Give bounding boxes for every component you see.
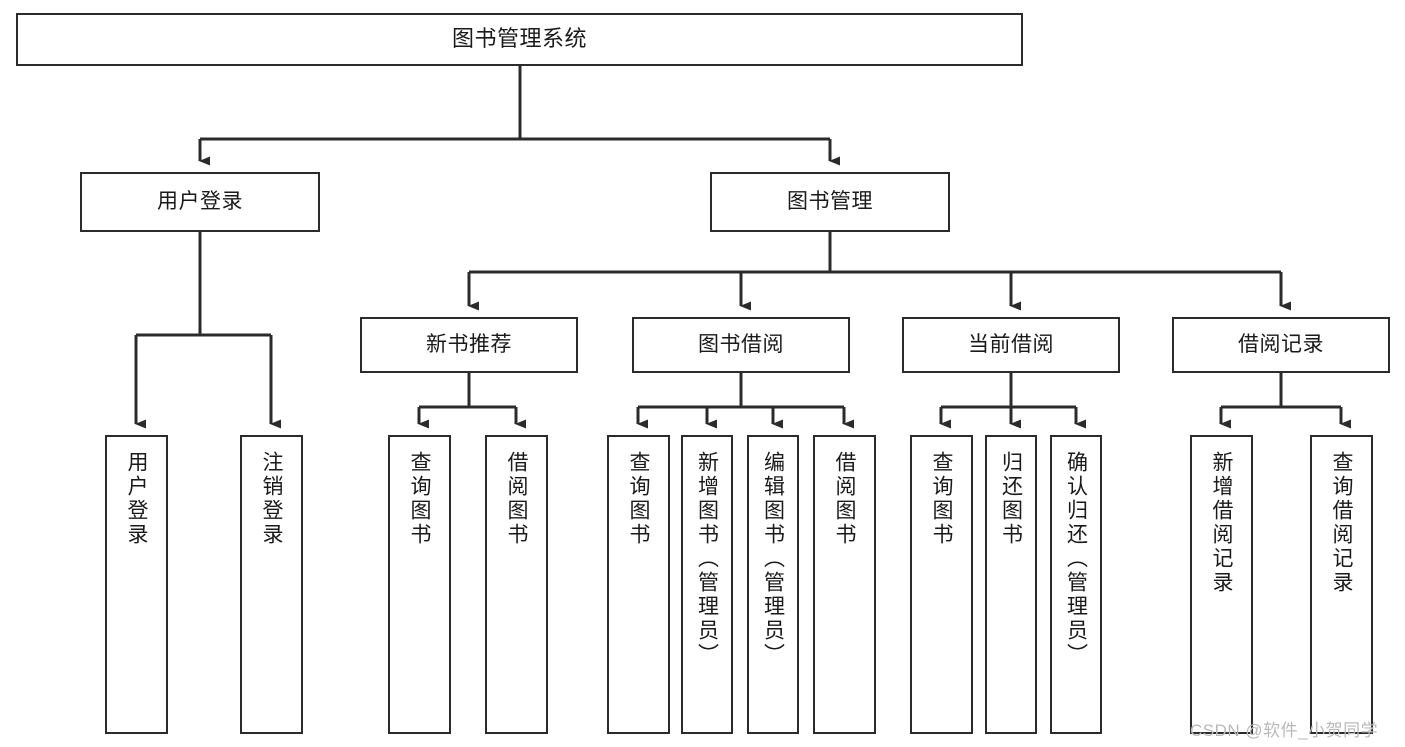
node-leaf-edit-book[interactable]: 编辑图书（管理员） xyxy=(747,435,799,734)
node-leaf-query-borrow-record[interactable]: 查询借阅记录 xyxy=(1310,435,1373,734)
node-book-manage-label: 图书管理 xyxy=(787,190,873,214)
node-leaf-user-login[interactable]: 用户登录 xyxy=(105,435,168,734)
node-leaf-query-borrow-record-label: 查询借阅记录 xyxy=(1330,451,1353,595)
node-leaf-query-book-2[interactable]: 查询图书 xyxy=(607,435,670,734)
node-leaf-return-book[interactable]: 归还图书 xyxy=(985,435,1037,734)
node-root[interactable]: 图书管理系统 xyxy=(16,13,1023,66)
node-leaf-add-borrow-record[interactable]: 新增借阅记录 xyxy=(1190,435,1253,734)
node-leaf-edit-book-label: 编辑图书（管理员） xyxy=(761,451,785,667)
node-leaf-logout-label: 注销登录 xyxy=(260,451,283,547)
node-leaf-confirm-return[interactable]: 确认归还（管理员） xyxy=(1050,435,1102,734)
node-current-borrow-label: 当前借阅 xyxy=(968,333,1054,357)
node-leaf-borrow-book-1-label: 借阅图书 xyxy=(505,451,528,547)
node-borrow-record[interactable]: 借阅记录 xyxy=(1172,317,1390,373)
node-leaf-query-book-3-label: 查询图书 xyxy=(930,451,953,547)
node-leaf-add-borrow-record-label: 新增借阅记录 xyxy=(1210,451,1233,595)
node-leaf-return-book-label: 归还图书 xyxy=(999,451,1023,547)
node-leaf-logout[interactable]: 注销登录 xyxy=(240,435,303,734)
node-user-login-label: 用户登录 xyxy=(157,190,243,214)
node-leaf-borrow-book-2-label: 借阅图书 xyxy=(833,451,856,547)
node-book-borrow[interactable]: 图书借阅 xyxy=(632,317,850,373)
csdn-watermark: CSDN @软件_小贺同学 xyxy=(1190,721,1379,740)
node-new-book-recommend-label: 新书推荐 xyxy=(426,333,512,357)
node-leaf-query-book-3[interactable]: 查询图书 xyxy=(910,435,973,734)
node-user-login[interactable]: 用户登录 xyxy=(80,172,320,232)
node-leaf-confirm-return-label: 确认归还（管理员） xyxy=(1064,451,1088,667)
node-leaf-borrow-book-1[interactable]: 借阅图书 xyxy=(485,435,548,734)
node-borrow-record-label: 借阅记录 xyxy=(1238,333,1324,357)
node-new-book-recommend[interactable]: 新书推荐 xyxy=(360,317,578,373)
node-book-manage[interactable]: 图书管理 xyxy=(710,172,950,232)
node-current-borrow[interactable]: 当前借阅 xyxy=(902,317,1120,373)
node-leaf-query-book-2-label: 查询图书 xyxy=(627,451,650,547)
node-book-borrow-label: 图书借阅 xyxy=(698,333,784,357)
node-leaf-query-book-1-label: 查询图书 xyxy=(408,451,431,547)
node-root-label: 图书管理系统 xyxy=(451,26,587,52)
node-leaf-add-book[interactable]: 新增图书（管理员） xyxy=(681,435,733,734)
node-leaf-query-book-1[interactable]: 查询图书 xyxy=(388,435,451,734)
node-leaf-add-book-label: 新增图书（管理员） xyxy=(695,451,719,667)
node-leaf-user-login-label: 用户登录 xyxy=(125,451,148,547)
node-leaf-borrow-book-2[interactable]: 借阅图书 xyxy=(813,435,876,734)
